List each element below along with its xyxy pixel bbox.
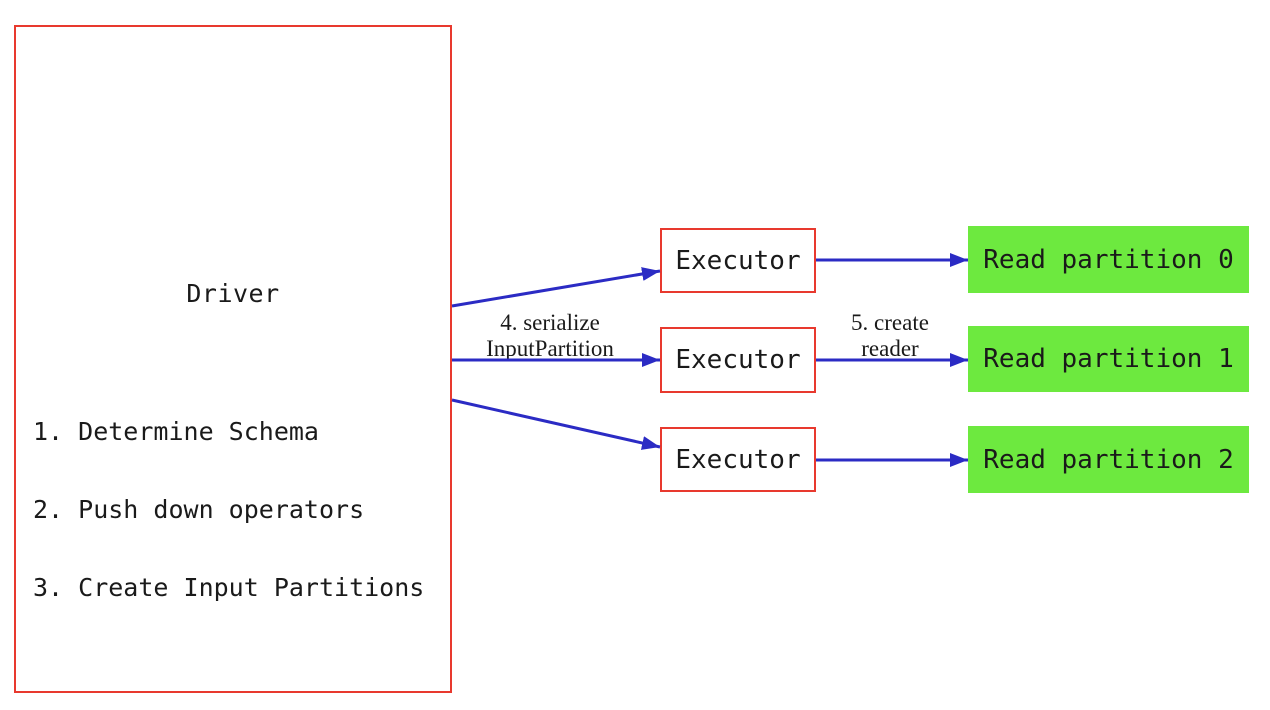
driver-box: Driver 1. Determine Schema 2. Push down … [14, 25, 452, 693]
driver-steps: 1. Determine Schema 2. Push down operato… [33, 367, 424, 653]
executor-box-2: Executor [660, 427, 816, 492]
executor-label-1: Executor [675, 345, 801, 375]
read-partition-box-0: Read partition 0 [968, 226, 1249, 293]
executor-box-0: Executor [660, 228, 816, 293]
edge-label-create-reader-line2: reader [861, 336, 919, 361]
edge-label-create-reader-line1: 5. create [851, 310, 929, 335]
arrow-driver-to-executor-0-icon [451, 267, 661, 308]
edge-label-serialize: 4. serialize InputPartition [440, 310, 660, 362]
edge-label-create-reader: 5. create reader [780, 310, 1000, 362]
driver-step-1: 1. Determine Schema [33, 417, 319, 446]
driver-step-2: 2. Push down operators [33, 495, 365, 524]
driver-step-3: 3. Create Input Partitions [33, 573, 425, 602]
read-partition-box-2: Read partition 2 [968, 426, 1249, 493]
read-partition-label-2: Read partition 2 [983, 444, 1234, 475]
read-partition-label-0: Read partition 0 [983, 244, 1234, 275]
arrow-driver-to-executor-2-icon [451, 398, 661, 450]
edge-label-serialize-line1: 4. serialize [500, 310, 600, 335]
executor-box-1: Executor [660, 327, 816, 393]
read-partition-box-1: Read partition 1 [968, 326, 1249, 392]
executor-label-0: Executor [675, 245, 801, 276]
executor-label-2: Executor [675, 444, 801, 475]
edge-label-serialize-line2: InputPartition [486, 336, 614, 361]
read-partition-label-1: Read partition 1 [983, 344, 1234, 374]
driver-title: Driver [186, 279, 280, 308]
